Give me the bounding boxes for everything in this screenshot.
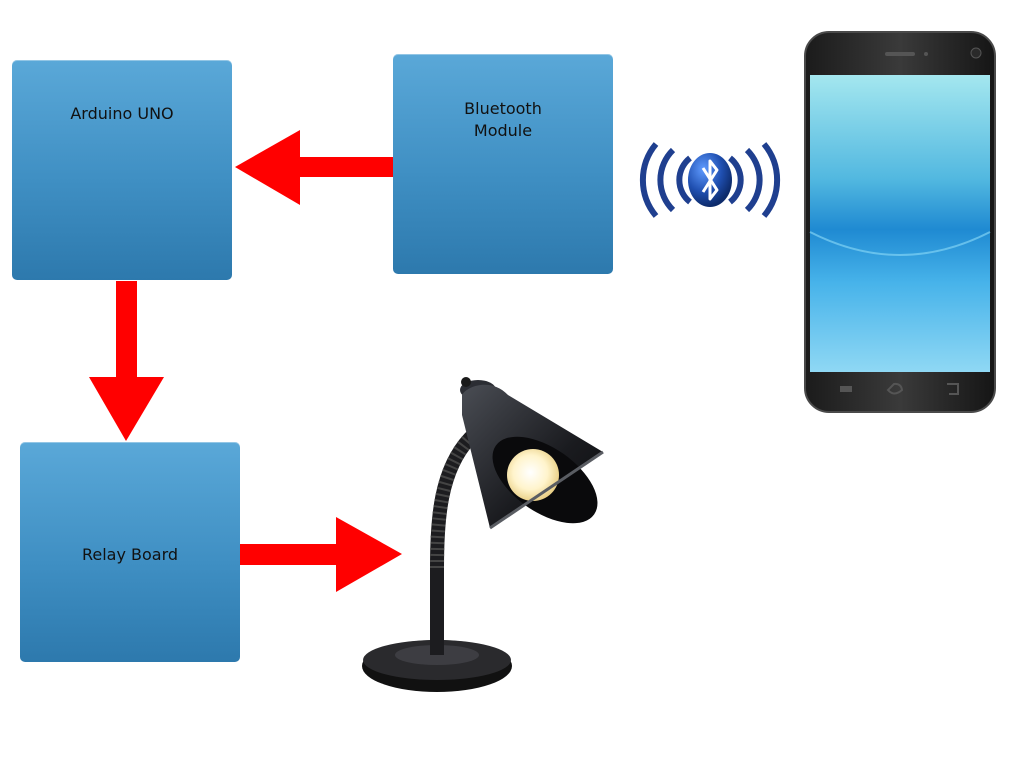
arduino-uno-label: Arduino UNO — [70, 104, 174, 123]
bluetooth-module-block: Bluetooth Module — [393, 54, 613, 274]
arrow-arduino-to-relay — [89, 281, 164, 441]
arrow-bluetooth-to-arduino — [235, 130, 393, 205]
arrow-relay-to-lamp — [240, 517, 402, 592]
relay-board-block: Relay Board — [20, 442, 240, 662]
bluetooth-module-label: Bluetooth Module — [464, 99, 542, 140]
relay-board-label: Relay Board — [81, 545, 179, 564]
arduino-uno-block: Arduino UNO — [12, 60, 232, 280]
